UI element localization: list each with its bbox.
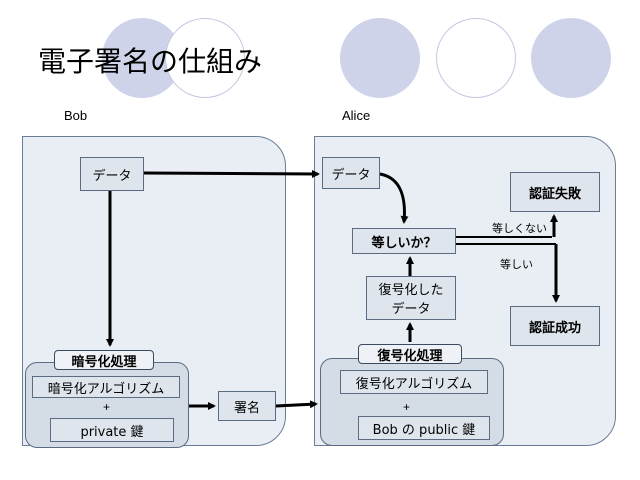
bob-algorithm-box: 暗号化アルゴリズム	[32, 376, 180, 398]
decrypted-data-box: 復号化した データ	[366, 276, 456, 320]
arrow-bob-data-to-alice-data	[143, 169, 320, 178]
decor-circle-5	[531, 18, 611, 98]
alice-algorithm-box: 復号化アルゴリズム	[340, 370, 488, 394]
signature-box: 署名	[218, 391, 276, 421]
auth-success-box: 認証成功	[510, 306, 600, 346]
decrypted-data-line1: 復号化した	[378, 283, 444, 298]
decor-circle-4	[436, 18, 516, 98]
decrypted-data-line2: データ	[391, 302, 431, 317]
alice-key-box: Bob の public 鍵	[358, 416, 490, 440]
page-title: 電子署名の仕組み	[38, 45, 263, 78]
bob-data-box: データ	[80, 157, 144, 191]
alice-data-box: データ	[322, 157, 380, 189]
arrow-signature-to-decrypt	[275, 400, 318, 409]
alice-plus: +	[403, 400, 411, 414]
decor-circle-3	[340, 18, 420, 98]
alice-label: Alice	[342, 108, 371, 123]
arrow-alice-data-to-compare	[379, 172, 409, 224]
bob-key-box: private 鍵	[50, 418, 174, 442]
bob-encrypt-tab: 暗号化処理	[54, 350, 154, 370]
bob-plus: +	[103, 400, 111, 414]
alice-decrypt-tab: 復号化処理	[358, 344, 462, 364]
not-equal-label: 等しくない	[492, 222, 547, 235]
compare-box: 等しいか？	[352, 228, 456, 254]
equal-label: 等しい	[500, 258, 533, 271]
decor-circle-2	[165, 18, 245, 98]
auth-fail-box: 認証失敗	[510, 172, 600, 212]
bob-label: Bob	[64, 108, 88, 123]
